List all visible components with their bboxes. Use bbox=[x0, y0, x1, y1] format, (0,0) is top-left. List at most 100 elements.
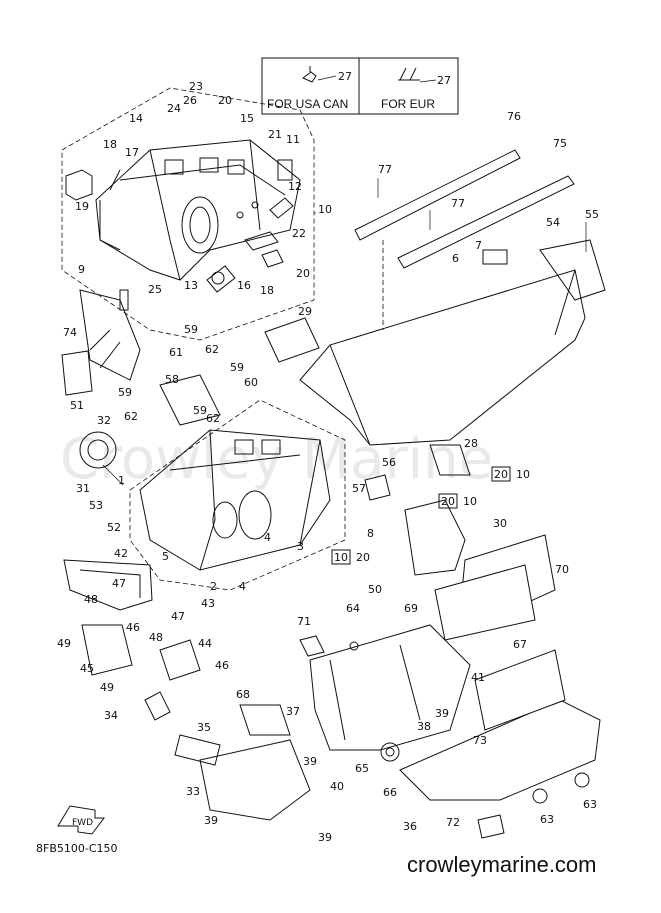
bracket-29 bbox=[264, 317, 320, 363]
plate-7 bbox=[482, 249, 508, 265]
callout-18b: 18 bbox=[260, 284, 274, 297]
callout-28: 28 bbox=[464, 437, 478, 450]
callout-57: 57 bbox=[352, 482, 366, 495]
callout-18a: 18 bbox=[103, 138, 117, 151]
callout-53: 53 bbox=[89, 499, 103, 512]
callout-29: 29 bbox=[298, 305, 312, 318]
callout-72: 72 bbox=[446, 816, 460, 829]
callout-56: 56 bbox=[382, 456, 396, 469]
callout-34: 34 bbox=[104, 709, 118, 722]
callout-12: 12 bbox=[288, 180, 302, 193]
callout-10a: 10 bbox=[318, 203, 332, 216]
callout-75: 75 bbox=[553, 137, 567, 150]
boxed-ref1-a: 20 bbox=[494, 468, 508, 481]
callout-63a: 63 bbox=[583, 798, 597, 811]
part-34 bbox=[144, 691, 171, 721]
callout-77b: 77 bbox=[451, 197, 465, 210]
callout-49a: 49 bbox=[57, 637, 71, 650]
callout-43: 43 bbox=[201, 597, 215, 610]
bracket-54 bbox=[539, 239, 606, 301]
bracket-68 bbox=[239, 704, 291, 736]
callout-46b: 46 bbox=[215, 659, 229, 672]
callout-32: 32 bbox=[97, 414, 111, 427]
callout-59a: 59 bbox=[184, 323, 198, 336]
callout-33: 33 bbox=[186, 785, 200, 798]
callout-47b: 47 bbox=[171, 610, 185, 623]
assembly-10-outline bbox=[61, 87, 315, 341]
clip-icon-usa bbox=[302, 66, 317, 83]
clip-71 bbox=[299, 635, 325, 657]
grommet-64 bbox=[349, 641, 359, 651]
grommet-63b bbox=[532, 788, 548, 804]
site-brand: crowleymarine.com bbox=[407, 852, 597, 877]
callout-23: 23 bbox=[189, 80, 203, 93]
inset-part-usa: 27 bbox=[338, 70, 352, 83]
boxed-ref3-a: 10 bbox=[334, 551, 348, 564]
callout-62c: 62 bbox=[206, 412, 220, 425]
bracket-45 bbox=[81, 624, 133, 676]
callout-15: 15 bbox=[240, 112, 254, 125]
callout-36: 36 bbox=[403, 820, 417, 833]
callout-39c: 39 bbox=[204, 814, 218, 827]
callout-61: 61 bbox=[169, 346, 183, 359]
bracket-8 bbox=[404, 499, 466, 576]
inset-part-eur: 27 bbox=[437, 74, 451, 87]
callout-4b: 4 bbox=[239, 580, 246, 593]
callout-63b: 63 bbox=[540, 813, 554, 826]
callout-58: 58 bbox=[165, 373, 179, 386]
callout-20a: 20 bbox=[218, 94, 232, 107]
bracket-19 bbox=[65, 169, 93, 201]
callout-59d: 59 bbox=[193, 404, 207, 417]
pulley-13 bbox=[206, 265, 236, 293]
plate-69 bbox=[434, 564, 536, 641]
callout-73: 73 bbox=[473, 734, 487, 747]
callout-5: 5 bbox=[162, 550, 169, 563]
plate-74 bbox=[61, 350, 93, 396]
panel-67 bbox=[474, 649, 566, 731]
bumper-42 bbox=[63, 559, 153, 611]
callout-39b: 39 bbox=[303, 755, 317, 768]
callout-11: 11 bbox=[286, 133, 300, 146]
boxed-ref2-a: 20 bbox=[441, 495, 455, 508]
callout-68: 68 bbox=[236, 688, 250, 701]
callout-59b: 59 bbox=[230, 361, 244, 374]
callout-48a: 48 bbox=[84, 593, 98, 606]
bracket-44 bbox=[159, 639, 201, 681]
callout-16: 16 bbox=[237, 279, 251, 292]
callout-30: 30 bbox=[493, 517, 507, 530]
callout-52: 52 bbox=[107, 521, 121, 534]
bracket-28 bbox=[429, 444, 471, 476]
callout-39d: 39 bbox=[318, 831, 332, 844]
callout-4a: 4 bbox=[264, 531, 271, 544]
callout-41: 41 bbox=[471, 671, 485, 684]
inset-label-usa: FOR USA CAN bbox=[267, 97, 348, 111]
callout-22: 22 bbox=[292, 227, 306, 240]
callout-62b: 62 bbox=[124, 410, 138, 423]
grommet-65 bbox=[380, 742, 400, 762]
callout-7: 7 bbox=[475, 239, 482, 252]
callout-9: 9 bbox=[78, 263, 85, 276]
fwd-arrow: FWD bbox=[57, 805, 105, 835]
callout-51: 51 bbox=[70, 399, 84, 412]
callout-45: 45 bbox=[80, 662, 94, 675]
inset-box-group: 27 27 FOR USA CAN FOR EUR bbox=[261, 57, 459, 115]
boxed-ref1-b: 10 bbox=[516, 468, 530, 481]
callout-50: 50 bbox=[368, 583, 382, 596]
callout-20b: 20 bbox=[296, 267, 310, 280]
tunnel-panel bbox=[264, 222, 606, 446]
callout-59c: 59 bbox=[118, 386, 132, 399]
bracket-56 bbox=[364, 474, 391, 501]
fwd-label: FWD bbox=[72, 818, 93, 828]
clip-72 bbox=[477, 814, 505, 839]
boxed-ref2-b: 10 bbox=[463, 495, 477, 508]
callout-40: 40 bbox=[330, 780, 344, 793]
callout-31: 31 bbox=[76, 482, 90, 495]
upper-frame bbox=[65, 139, 301, 311]
callout-60: 60 bbox=[244, 376, 258, 389]
